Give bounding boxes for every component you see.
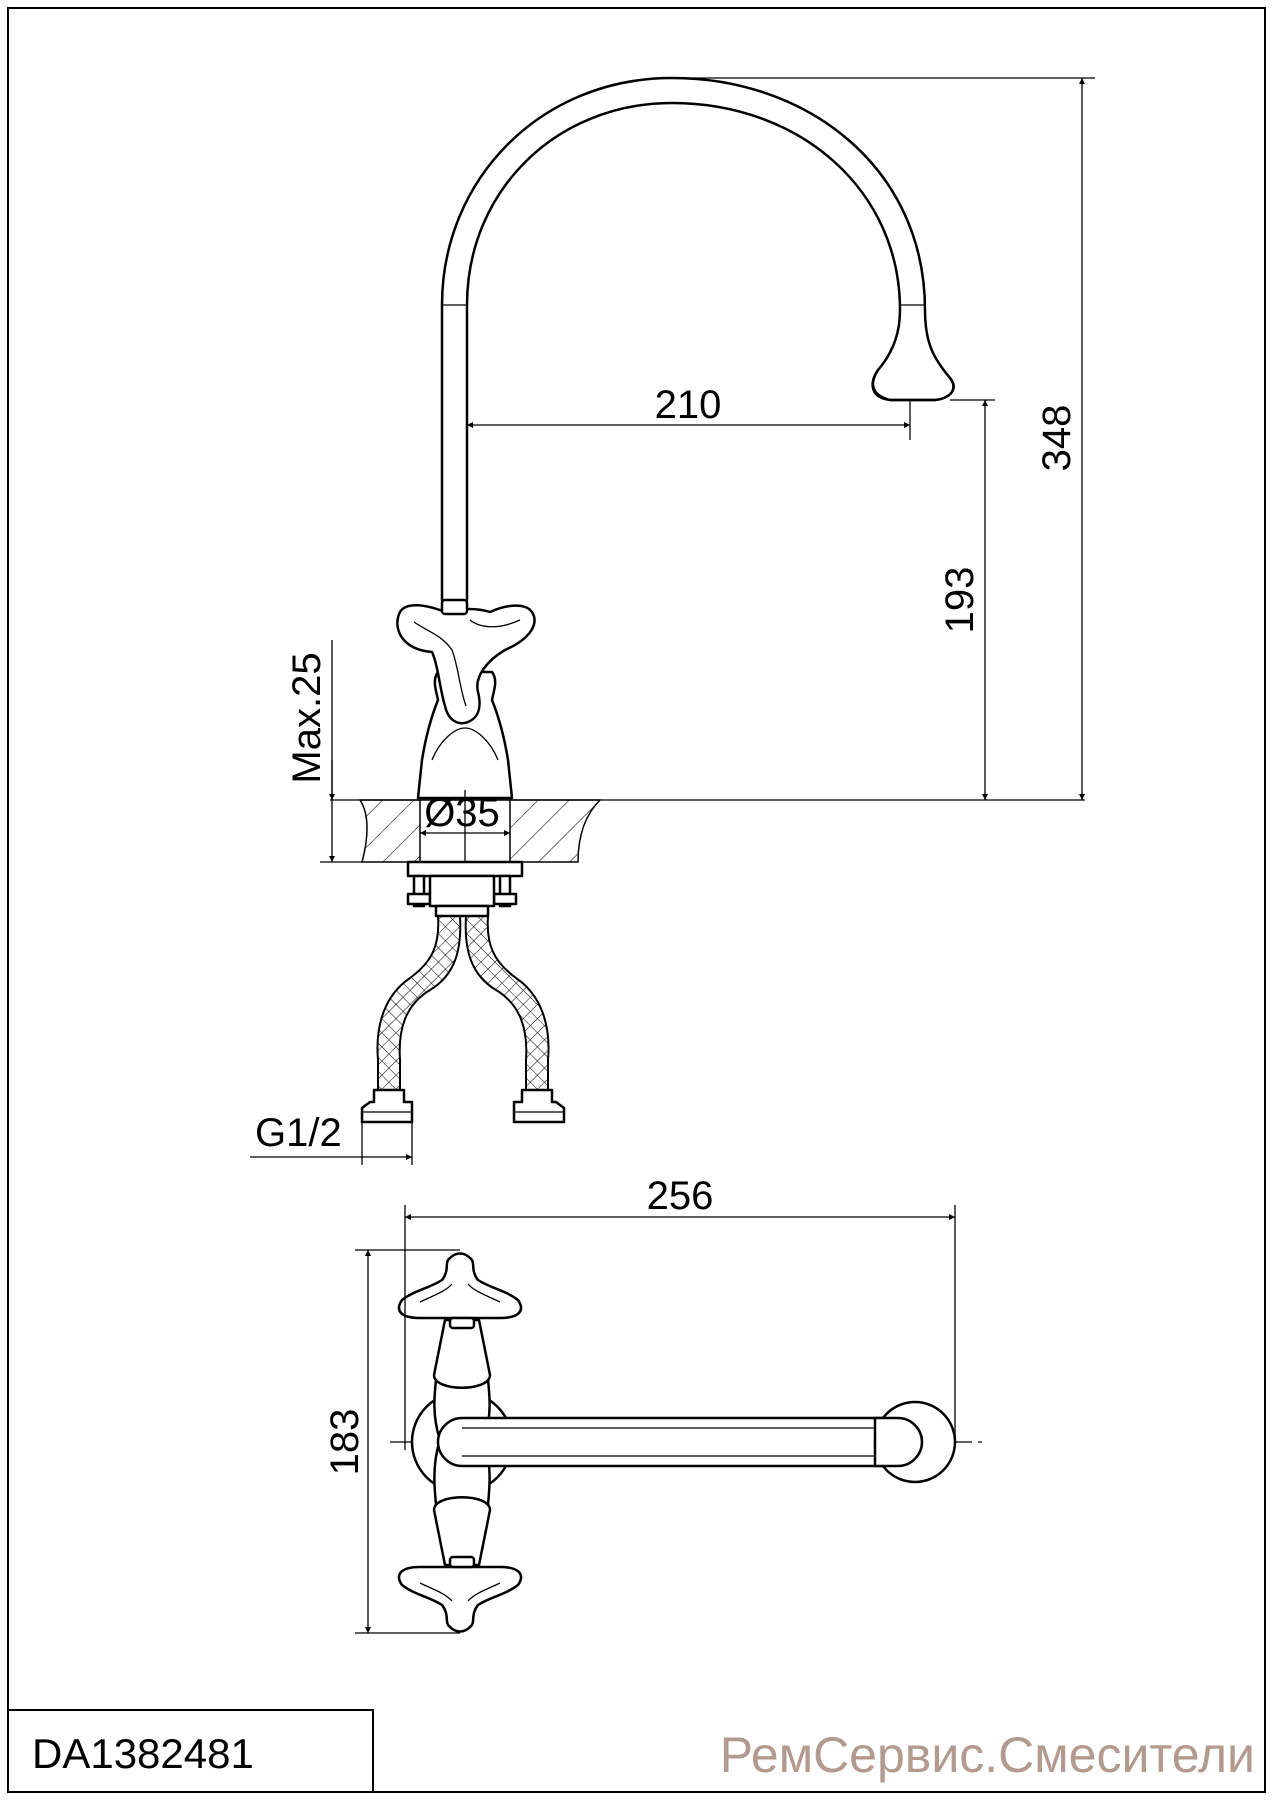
spout-end-cap [873,1416,924,1468]
dim-text-top-width: 256 [647,1174,714,1218]
mount-stud-right [498,874,512,908]
spout-top-inner [462,1427,898,1457]
hose-left [376,915,462,1091]
handle-top-lower-stem [448,1555,476,1569]
handle-side [396,604,536,725]
model-code: DA1382481 [32,1730,254,1777]
mount-stud-left [412,874,426,908]
handle-top-upper [397,1252,523,1320]
handle-side-inner [413,619,521,707]
mount-plate [428,874,496,908]
hose-fitting-left [360,1088,414,1124]
dim-text-total-height: 348 [1035,405,1079,472]
handle-top-lower-inner [419,1582,501,1602]
hose-fittings [434,904,490,918]
dim-text-hole-diameter: Ø35 [424,791,500,835]
dim-text-spout-height: 193 [938,567,982,634]
mount-nut-right [492,892,518,906]
faucet-side-view [330,76,1085,1124]
spout-outer-line [440,76,955,602]
spout-top [436,1416,924,1468]
dim-text-max-thickness: Max.25 [285,652,329,783]
faucet-top-view [390,1252,985,1633]
valve-lower [432,1496,492,1567]
handle-cap [440,598,469,616]
hose-right [464,915,550,1091]
handle-top-upper-stem [448,1316,476,1330]
dim-text-top-depth: 183 [323,1409,367,1476]
dim-text-spout-reach: 210 [655,383,722,427]
top-dimensions: 256 183 [323,1174,956,1634]
mount-nut-left [406,892,432,906]
handle-top-lower [397,1565,523,1633]
valve-upper [432,1318,492,1389]
side-dimensions: 210 348 193 Max.25 Ø35 G1/2 [250,77,1095,1165]
body-detail [431,727,499,761]
dim-text-thread: G1/2 [255,1111,342,1155]
watermark-text: РемСервис.Смесители [720,1727,1255,1783]
title-block [7,1709,374,1793]
aerator-tip [871,368,955,402]
faucet-body [416,670,514,800]
hose-fitting-right [512,1088,566,1124]
handle-top-upper-inner [419,1283,501,1303]
mount-nut [406,860,524,878]
drawing-frame [7,7,1266,1793]
